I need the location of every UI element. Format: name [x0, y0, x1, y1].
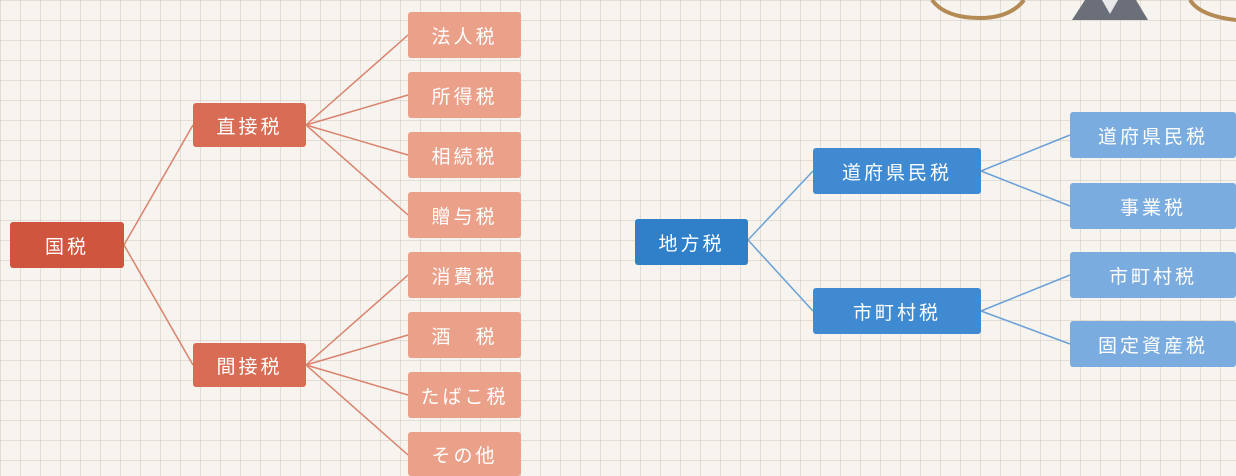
- connector-indirect-liquor: [305, 334, 409, 366]
- connector-local-municipal: [747, 239, 814, 312]
- connector-municipal-property: [980, 310, 1071, 345]
- connector-municipal-resident: [980, 274, 1071, 312]
- other-tax-node: その他: [408, 432, 521, 476]
- direct-tax-node: 直接税: [193, 103, 306, 147]
- connector-indirect-consumption: [305, 274, 409, 366]
- connector-direct-gift: [305, 124, 409, 216]
- fixed-asset-tax-node: 固定資産税: [1070, 321, 1236, 367]
- connector-direct-corporate: [305, 34, 409, 126]
- gift-tax-node: 贈与税: [408, 192, 521, 238]
- inheritance-tax-node: 相続税: [408, 132, 521, 178]
- connector-direct-inheritance: [305, 124, 409, 156]
- connector-indirect-other: [305, 364, 409, 456]
- tobacco-tax-node: たばこ税: [408, 372, 521, 418]
- municipal-tax-node: 市町村税: [813, 288, 981, 334]
- connector-local-prefectural: [747, 170, 814, 241]
- liquor-tax-node: 酒 税: [408, 312, 521, 358]
- business-tax-node: 事業税: [1070, 183, 1236, 229]
- connector-direct-income: [305, 94, 409, 126]
- local-tax-node: 地方税: [635, 219, 748, 265]
- corporate-tax-node: 法人税: [408, 12, 521, 58]
- right-frame-arc: [1188, 0, 1236, 22]
- local-tax-connectors: [747, 134, 1071, 345]
- connector-prefectural-resident: [980, 134, 1071, 172]
- connector-root-indirect: [123, 244, 194, 366]
- connector-indirect-tobacco: [305, 364, 409, 396]
- municipal-resident-tax-node: 市町村税: [1070, 252, 1236, 298]
- connector-prefectural-business: [980, 170, 1071, 207]
- indirect-tax-node: 間接税: [193, 343, 306, 387]
- consumption-tax-node: 消費税: [408, 252, 521, 298]
- illustration-fragment: [930, 0, 1236, 22]
- national-tax-node: 国税: [10, 222, 124, 268]
- left-frame-arc: [930, 0, 1026, 21]
- prefectural-resident-tax-node: 道府県民税: [1070, 112, 1236, 158]
- prefectural-tax-node: 道府県民税: [813, 148, 981, 194]
- income-tax-node: 所得税: [408, 72, 521, 118]
- person-collar: [1102, 0, 1118, 14]
- connector-root-direct: [123, 124, 194, 246]
- national-tax-connectors: [123, 34, 409, 456]
